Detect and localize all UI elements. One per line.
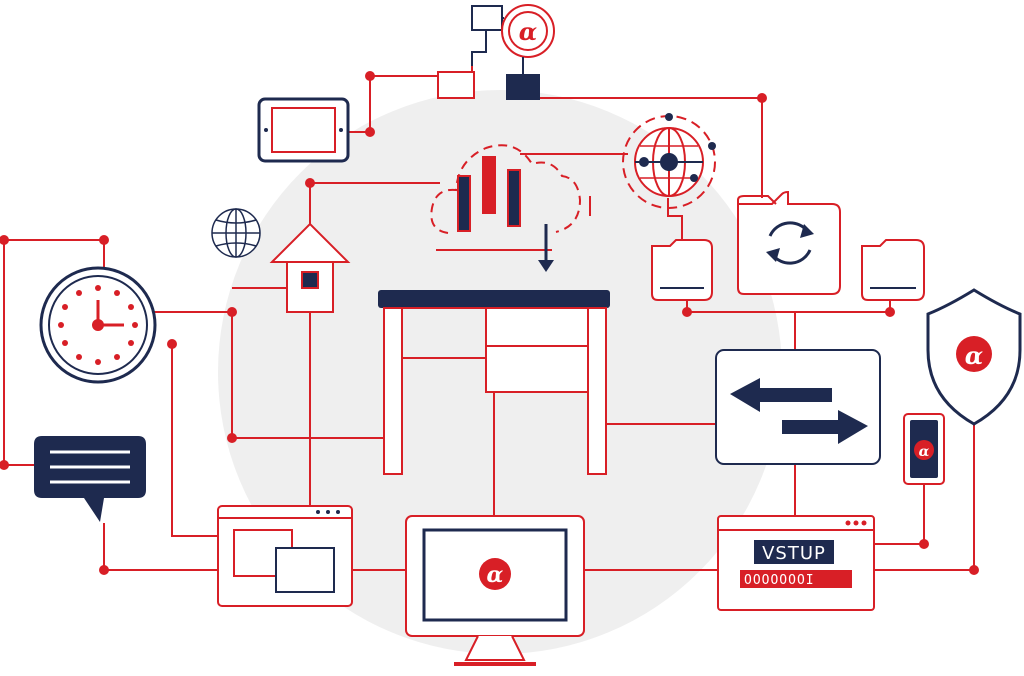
- transfer-arrows-icon: [715, 349, 881, 465]
- browser-window-icon: [217, 505, 353, 607]
- logo-glyph-shield: α: [965, 341, 983, 370]
- folder-icon-right: [861, 239, 925, 301]
- logo-glyph-monitor: α: [487, 562, 504, 588]
- cloud-chart-icon: [430, 144, 582, 272]
- connector-dots: [0, 71, 979, 575]
- tablet-icon: [257, 97, 350, 163]
- org-chart-icon: α: [437, 4, 555, 100]
- chat-bubble-icon: [34, 436, 146, 522]
- house-icon: [269, 222, 351, 313]
- globe-icon: [211, 208, 261, 258]
- monitor-icon: α: [405, 515, 585, 666]
- desk-icon: [378, 290, 610, 475]
- login-password-mask: OOOOOOOI: [744, 573, 815, 588]
- smartphone-icon: α: [903, 413, 945, 485]
- login-window-icon: VSTUP OOOOOOOI: [717, 515, 875, 611]
- shield-icon: α: [926, 288, 1022, 426]
- sync-folder-icon: [737, 190, 841, 295]
- logo-glyph-top: α: [519, 17, 537, 46]
- folder-icon: [651, 239, 713, 301]
- clock-icon: [39, 266, 157, 384]
- logo-glyph-phone: α: [919, 444, 930, 460]
- network-globe-icon: [622, 113, 716, 209]
- login-username-text: VSTUP: [762, 543, 826, 564]
